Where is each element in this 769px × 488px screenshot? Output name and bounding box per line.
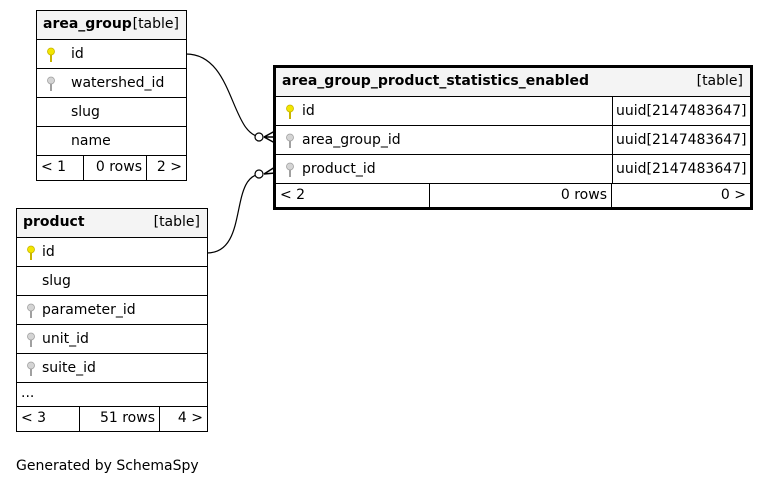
column-type: uuid[2147483647] xyxy=(612,97,750,125)
column-name: slug xyxy=(71,104,100,120)
column-row: slug xyxy=(17,267,207,296)
children-count[interactable]: 2 > xyxy=(156,159,182,175)
table-area-group-product-statistics-enabled[interactable]: area_group_product_statistics_enabled [t… xyxy=(273,65,753,210)
parents-count[interactable]: < 3 xyxy=(17,407,80,431)
column-row: slug xyxy=(37,98,186,127)
primary-key-icon xyxy=(286,104,294,119)
column-row: area_group_id uuid[2147483647] xyxy=(276,126,750,155)
table-kind: [table] xyxy=(132,16,179,32)
table-footer: < 2 0 rows 0 > xyxy=(276,184,750,207)
column-row: parameter_id xyxy=(17,296,207,325)
table-header: area_group_product_statistics_enabled [t… xyxy=(276,68,750,97)
foreign-key-icon xyxy=(286,162,294,177)
parents-count[interactable]: < 1 xyxy=(37,156,84,180)
foreign-key-icon xyxy=(27,361,35,376)
table-header: area_group [table] xyxy=(37,11,186,40)
table-product[interactable]: product [table] id slug parameter_id uni… xyxy=(16,208,208,432)
foreign-key-icon xyxy=(27,332,35,347)
foreign-key-icon xyxy=(47,76,55,91)
table-name: product xyxy=(23,214,85,230)
column-name: suite_id xyxy=(42,360,96,376)
table-footer: < 3 51 rows 4 > xyxy=(17,407,207,431)
column-row: id xyxy=(17,238,207,267)
table-header: product [table] xyxy=(17,209,207,238)
column-row: unit_id xyxy=(17,325,207,354)
primary-key-icon xyxy=(27,245,35,260)
more-columns-row: ... xyxy=(17,383,207,407)
product-link-end xyxy=(254,169,264,179)
primary-key-icon xyxy=(47,47,55,62)
column-row: id uuid[2147483647] xyxy=(276,97,750,126)
column-row: suite_id xyxy=(17,354,207,383)
area-group-link-end xyxy=(254,132,264,142)
table-area-group[interactable]: area_group [table] id watershed_id slug … xyxy=(36,10,187,181)
column-row: id xyxy=(37,40,186,69)
column-name: product_id xyxy=(302,161,376,177)
row-count: 51 rows xyxy=(80,407,160,431)
column-row: product_id uuid[2147483647] xyxy=(276,155,750,184)
row-count: 0 rows xyxy=(84,156,147,180)
column-row: watershed_id xyxy=(37,69,186,98)
column-row: name xyxy=(37,127,186,156)
row-count: 0 rows xyxy=(430,184,612,207)
column-name: watershed_id xyxy=(71,75,165,91)
column-name: name xyxy=(71,133,111,149)
table-name: area_group xyxy=(43,16,132,32)
children-count[interactable]: 4 > xyxy=(177,410,203,426)
more-columns: ... xyxy=(21,385,35,401)
column-name: parameter_id xyxy=(42,302,136,318)
table-kind: [table] xyxy=(153,214,200,230)
table-kind: [table] xyxy=(696,73,743,89)
column-name: id xyxy=(42,244,55,260)
column-type: uuid[2147483647] xyxy=(612,155,750,183)
table-footer: < 1 0 rows 2 > xyxy=(37,156,186,180)
product-link xyxy=(206,173,263,254)
area-group-link xyxy=(185,53,263,138)
foreign-key-icon xyxy=(27,303,35,318)
column-name: area_group_id xyxy=(302,132,401,148)
column-type: uuid[2147483647] xyxy=(612,126,750,154)
foreign-key-icon xyxy=(286,133,294,148)
parents-count[interactable]: < 2 xyxy=(276,184,430,207)
column-name: id xyxy=(71,46,84,62)
generated-by-caption: Generated by SchemaSpy xyxy=(16,458,199,474)
column-name: id xyxy=(302,103,315,119)
column-name: unit_id xyxy=(42,331,89,347)
column-name: slug xyxy=(42,273,71,289)
children-count[interactable]: 0 > xyxy=(720,187,746,203)
table-name: area_group_product_statistics_enabled xyxy=(282,73,590,89)
